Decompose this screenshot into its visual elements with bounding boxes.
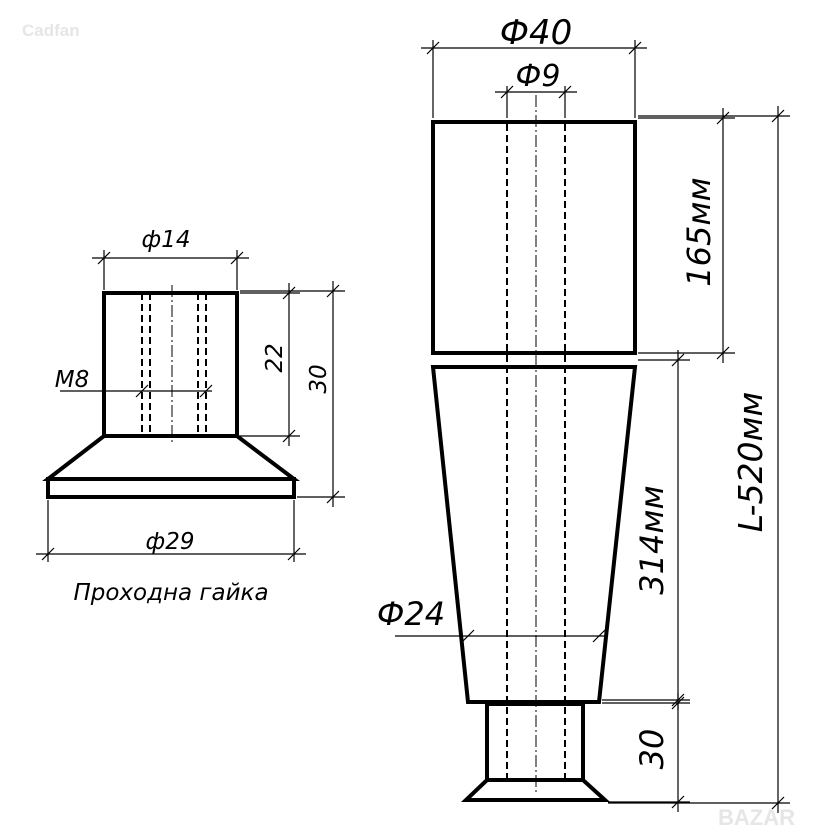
nut-tick <box>230 251 244 265</box>
nut-thread-label: M8 <box>55 367 89 393</box>
nut-tick <box>41 547 55 561</box>
leg-tick <box>426 41 440 55</box>
nut-tick <box>97 251 111 265</box>
leg-foot-cone-outline <box>461 778 611 802</box>
nut-inner-height-label: 22 <box>262 343 288 372</box>
nut-drawing: ф14 M8 22 30 ф29 Проходна гайка <box>36 227 345 606</box>
nut-base-outline <box>46 477 296 499</box>
nut-tick <box>282 429 296 443</box>
nut-total-height-label: 30 <box>306 364 332 393</box>
leg-drawing: Ф40 Ф9 165мм 314мм Ф24 30 <box>377 13 790 813</box>
nut-tick <box>326 284 340 298</box>
nut-caption: Проходна гайка <box>73 580 268 606</box>
nut-base-diameter-label: ф29 <box>146 529 195 555</box>
leg-tick <box>628 41 642 55</box>
nut-body-outline <box>102 291 239 438</box>
leg-tick <box>671 353 685 367</box>
leg-tick <box>558 85 572 99</box>
leg-tick <box>461 629 475 643</box>
leg-tick <box>671 696 685 710</box>
nut-flange-outline <box>42 434 300 481</box>
nut-tick <box>282 286 296 300</box>
leg-tick <box>771 109 785 123</box>
leg-tick <box>671 795 685 809</box>
leg-tick <box>716 111 730 125</box>
nut-tick <box>199 384 213 398</box>
leg-total-length-label: L-520мм <box>731 392 770 533</box>
leg-taper-height-label: 314мм <box>633 485 671 594</box>
leg-upper-cylinder-outline <box>431 120 637 355</box>
watermark-top: Cadfan <box>22 21 80 40</box>
nut-tick <box>287 547 301 561</box>
leg-bottom-diameter-label: Ф24 <box>377 595 445 633</box>
leg-foot-neck-outline <box>485 702 585 782</box>
leg-taper-outline <box>430 365 638 704</box>
watermark-bottom: BAZAR <box>718 805 795 830</box>
leg-tick <box>771 796 785 810</box>
leg-upper-height-label: 165мм <box>680 177 718 286</box>
nut-tick <box>135 384 149 398</box>
leg-foot-height-label: 30 <box>633 729 671 770</box>
leg-tick <box>500 85 514 99</box>
leg-top-diameter-label: Ф40 <box>500 13 573 53</box>
leg-tick <box>716 346 730 360</box>
leg-bore-label: Ф9 <box>516 59 561 94</box>
nut-top-diameter-label: ф14 <box>142 227 191 253</box>
nut-tick <box>326 490 340 504</box>
leg-tick <box>592 629 606 643</box>
